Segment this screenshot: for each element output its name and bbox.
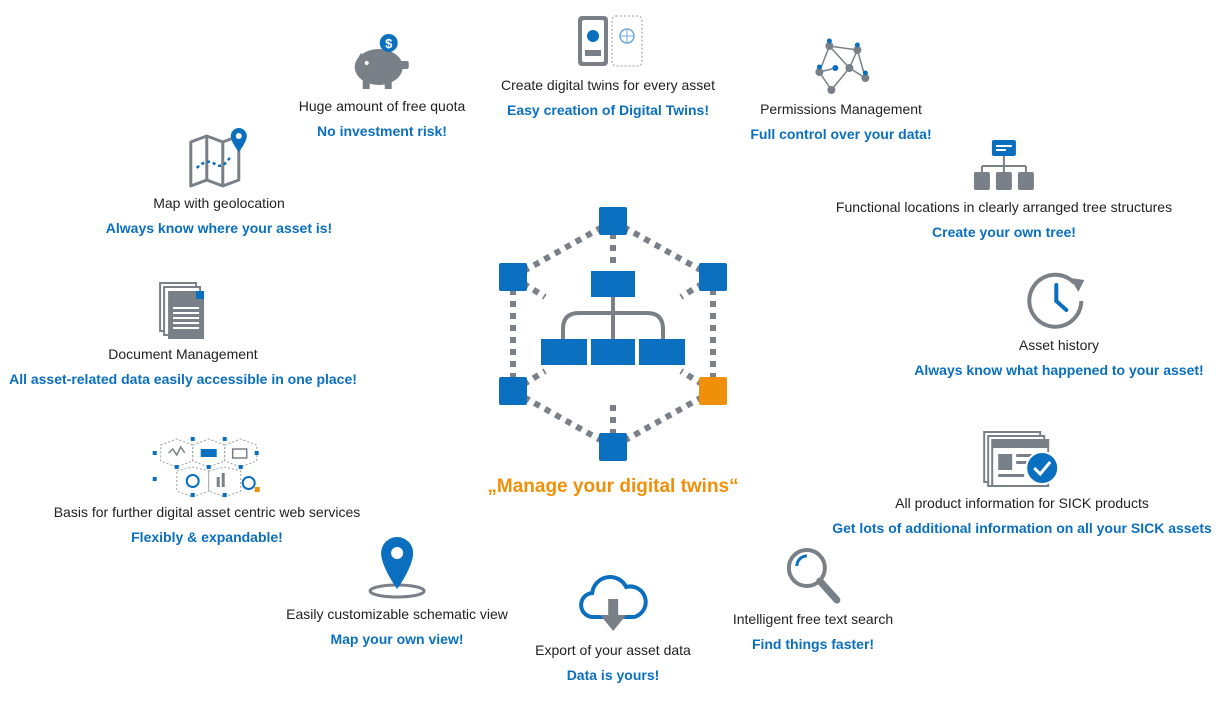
feature-permissions: Permissions Management Full control over… — [750, 38, 932, 143]
magnifier-icon — [787, 548, 841, 604]
feature-title: Easily customizable schematic view — [286, 606, 508, 622]
product-check-icon — [982, 431, 1059, 487]
feature-search: Intelligent free text search Find things… — [733, 546, 893, 653]
feature-free-quota: $ Huge amount of free quota No investmen… — [298, 33, 466, 140]
tree-structure-icon — [973, 140, 1034, 190]
map-pin-icon — [189, 128, 247, 188]
feature-digital-twins: Create digital twins for every asset Eas… — [501, 14, 715, 119]
feature-schematic: Easily customizable schematic view Map y… — [286, 535, 508, 648]
feature-title: Asset history — [1018, 337, 1100, 353]
document-stack-icon — [159, 282, 204, 339]
feature-title: Document Management — [108, 346, 258, 362]
tagline: „Manage your digital twins“ — [487, 476, 739, 497]
feature-subtitle: Flexibly & expandable! — [131, 529, 283, 545]
feature-title: Create digital twins for every asset — [501, 77, 715, 93]
feature-functional-locations: Functional locations in clearly arranged… — [836, 138, 1172, 241]
feature-history: Asset history Always know what happened … — [914, 270, 1204, 379]
feature-subtitle: Full control over your data! — [750, 126, 932, 142]
hub-node-top-right — [699, 263, 727, 291]
hub-leaf-box — [591, 339, 635, 365]
feature-subtitle: No investment risk! — [317, 123, 447, 139]
feature-title: Map with geolocation — [153, 195, 285, 211]
feature-title: Basis for further digital asset centric … — [53, 504, 361, 520]
user-network-icon — [815, 38, 869, 94]
feature-subtitle: Create your own tree! — [932, 224, 1076, 240]
feature-web-services: Basis for further digital asset centric … — [53, 437, 361, 546]
feature-export: Export of your asset data Data is yours! — [535, 573, 691, 684]
cloud-download-icon — [578, 575, 648, 631]
feature-subtitle: All asset-related data easily accessible… — [9, 371, 357, 387]
location-marker-icon — [368, 537, 426, 599]
hub-node-top-left — [499, 263, 527, 291]
feature-title: All product information for SICK product… — [895, 495, 1149, 511]
feature-subtitle: Find things faster! — [751, 636, 875, 652]
feature-subtitle: Always know what happened to your asset! — [914, 362, 1204, 378]
feature-subtitle: Map your own view! — [330, 631, 464, 647]
hub-leaf-box — [639, 339, 685, 365]
hub-root-box — [591, 271, 635, 297]
feature-title: Export of your asset data — [535, 642, 691, 658]
feature-map: Map with geolocation Always know where y… — [106, 128, 332, 237]
device-twin-icon — [577, 15, 643, 67]
hub-node-bottom-left — [499, 377, 527, 405]
feature-subtitle: Always know where your asset is! — [105, 220, 333, 236]
feature-title: Functional locations in clearly arranged… — [835, 199, 1173, 215]
hub-node-highlight — [699, 377, 727, 405]
digital-twin-hub-graphic — [499, 207, 727, 461]
piggy-bank-icon: $ — [355, 34, 409, 89]
hub-node-bottom — [599, 433, 627, 461]
hub-leaf-box — [541, 339, 587, 365]
clock-history-icon — [1027, 272, 1084, 329]
feature-subtitle: Data is yours! — [566, 667, 660, 683]
feature-title: Intelligent free text search — [732, 611, 894, 627]
feature-subtitle: Get lots of additional information on al… — [832, 520, 1212, 536]
feature-subtitle: Easy creation of Digital Twins! — [506, 102, 710, 118]
svg-text:$: $ — [385, 36, 393, 51]
feature-title: Permissions Management — [760, 101, 922, 117]
feature-title: Huge amount of free quota — [298, 98, 466, 114]
hub-node-top — [599, 207, 627, 235]
service-grid-icon — [152, 437, 260, 498]
feature-documents: Document Management All asset-related da… — [9, 281, 357, 388]
feature-product-info: All product information for SICK product… — [832, 430, 1212, 537]
